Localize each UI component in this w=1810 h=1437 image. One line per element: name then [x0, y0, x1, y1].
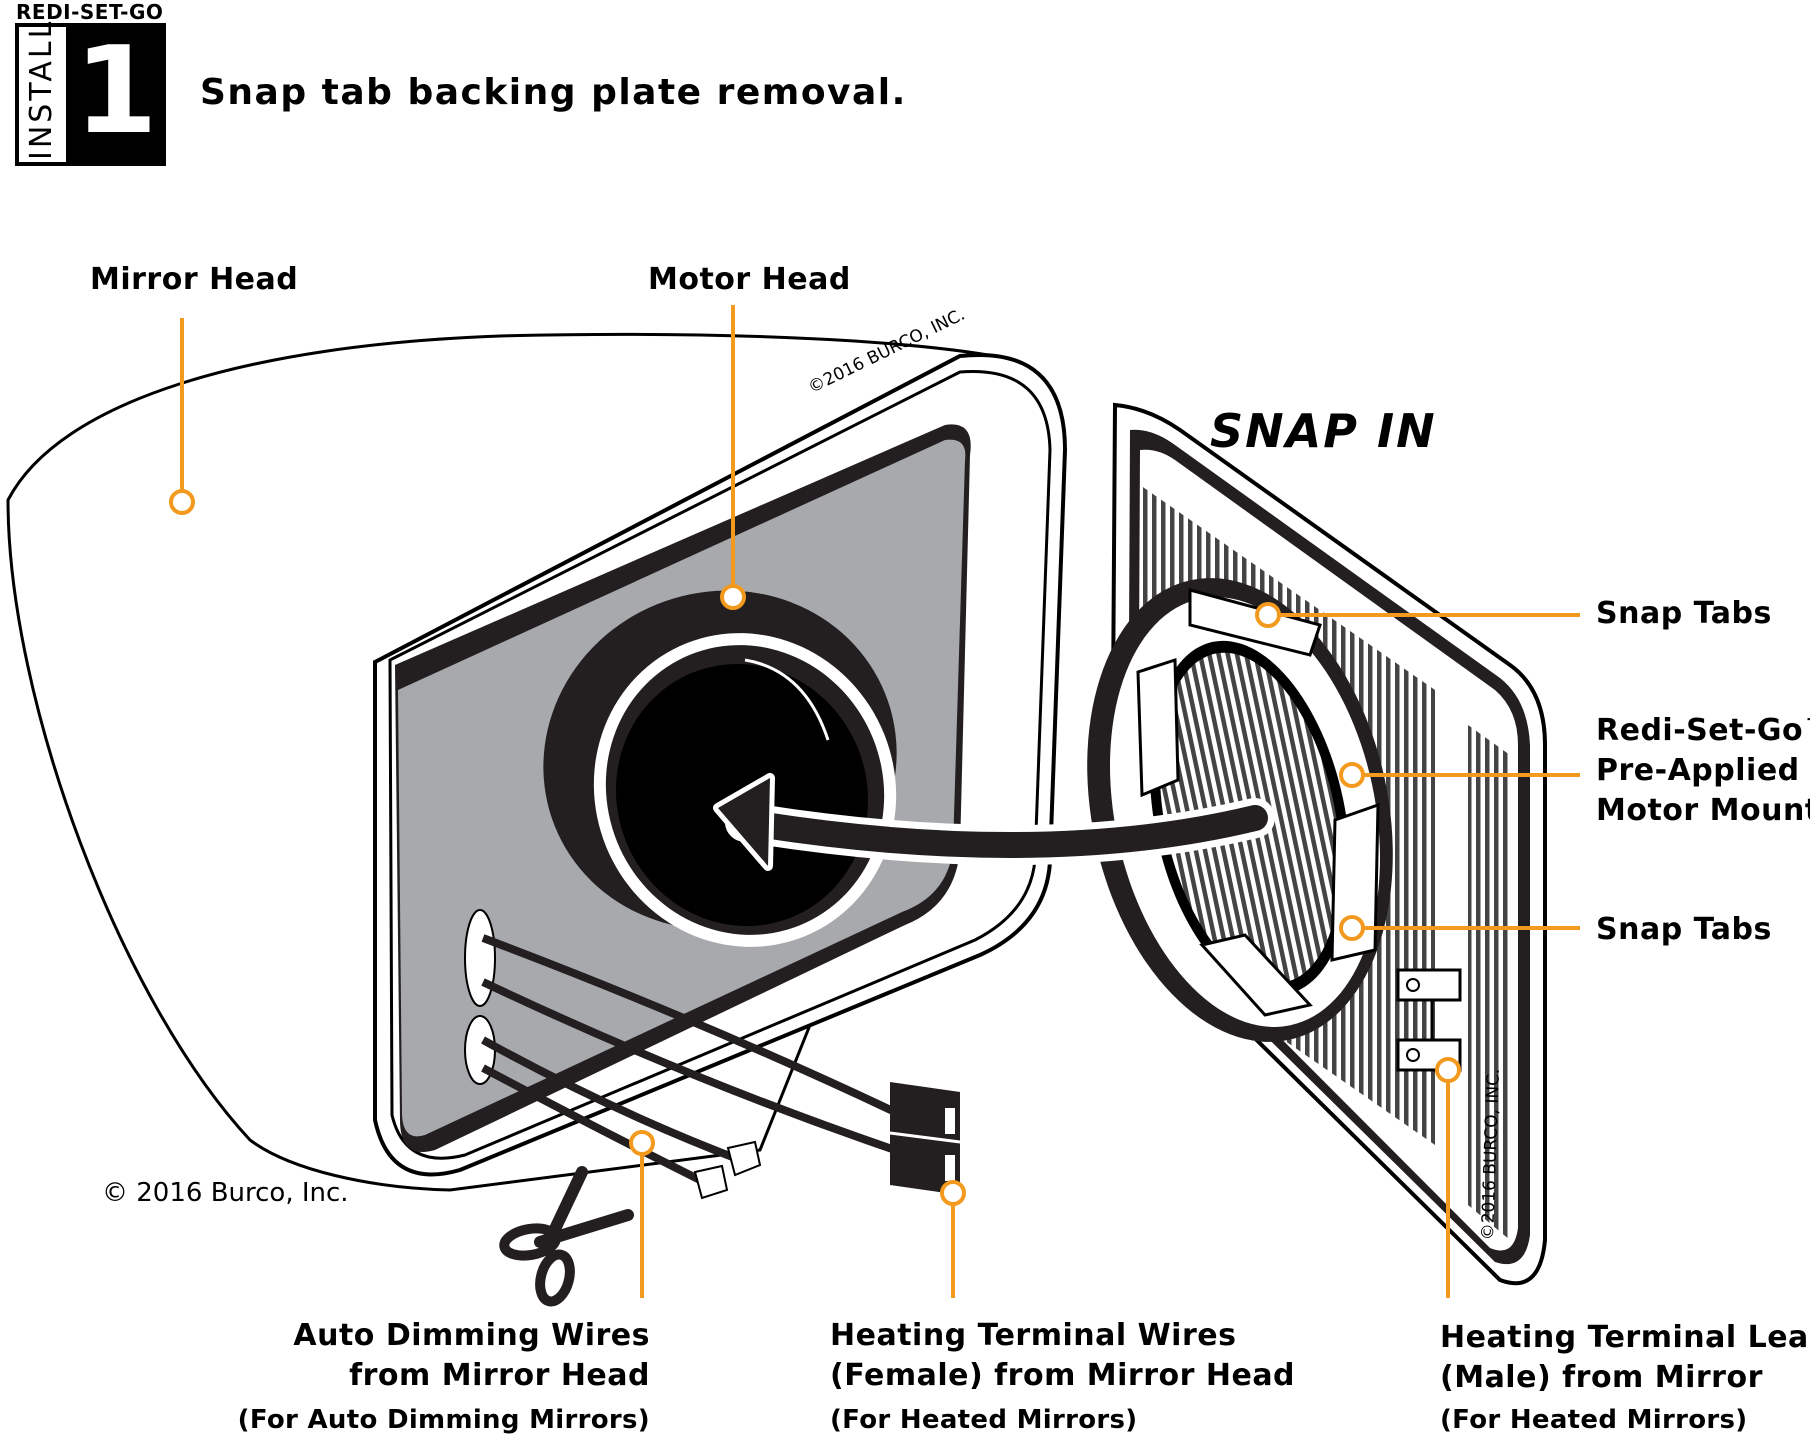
heating-leads-label-line1: Heating Terminal Leads: [1440, 1320, 1810, 1355]
snap-in-label: SNAP IN: [1210, 404, 1437, 458]
callout-leaders: [169, 305, 1580, 1298]
wire-port-upper: [464, 909, 496, 1007]
install-label: INSTALL: [24, 18, 59, 160]
motor-mount-label-line2: Pre-Applied: [1596, 753, 1800, 788]
auto-dimming-label-line2: from Mirror Head: [349, 1358, 650, 1393]
auto-dimming-wires: [481, 1036, 762, 1200]
auto-dimming-label-line1: Auto Dimming Wires: [293, 1318, 650, 1353]
heating-wires-label-line1: Heating Terminal Wires: [830, 1318, 1237, 1353]
snap-tabs-bottom-label: Snap Tabs: [1596, 912, 1772, 947]
heating-wires-label-line2: (Female) from Mirror Head: [830, 1358, 1296, 1393]
heating-leads-label-line2: (Male) from Mirror: [1440, 1360, 1763, 1395]
motor-head-label: Motor Head: [648, 262, 851, 297]
step-number: 1: [74, 22, 158, 161]
scissors-icon: [499, 1166, 634, 1307]
brand-name: REDI-SET-GO: [16, 0, 164, 24]
page-title: Snap tab backing plate removal.: [200, 72, 907, 113]
heating-leads-note: (For Heated Mirrors): [1440, 1405, 1748, 1435]
mirror-head-label: Mirror Head: [90, 262, 299, 297]
heating-wires-note: (For Heated Mirrors): [830, 1405, 1138, 1435]
copyright-notice: © 2016 Burco, Inc.: [102, 1178, 349, 1208]
auto-dimming-note: (For Auto Dimming Mirrors): [237, 1405, 650, 1435]
heating-terminal-wires: [481, 934, 961, 1195]
install-badge: [15, 23, 166, 166]
snap-tabs-top-label: Snap Tabs: [1596, 596, 1772, 631]
snap-in-arrow: [713, 773, 1275, 871]
motor-mount-label-line1: Redi-Set-Go™: [1596, 713, 1810, 748]
motor-mount-label-line3: Motor Mount: [1596, 793, 1810, 828]
